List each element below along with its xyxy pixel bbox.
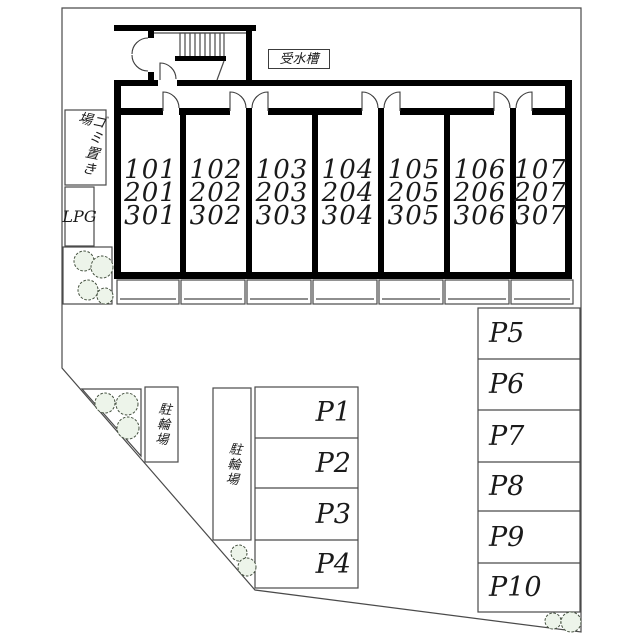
corridor-bottom-wall [114, 108, 572, 115]
parking-stall-p2-label: P2 [315, 447, 351, 479]
unit-107-label: 107 207 307 [514, 115, 567, 272]
unit-107-door [515, 91, 533, 111]
unit-room-number: 306 [453, 201, 507, 231]
bicycle-parking-left-box [144, 386, 179, 463]
shrub-icon [73, 250, 95, 272]
stairwell-left-wall-upper [148, 25, 154, 38]
parking-stall-p3-label: P3 [315, 498, 351, 530]
parking-stall-p7-label: P7 [489, 420, 525, 452]
building-bottom-wall [114, 272, 572, 279]
unit-room-number: 204 [321, 178, 375, 208]
unit-room-number: 102 [189, 155, 243, 185]
unit-room-number: 105 [387, 155, 441, 185]
shrub-icon [544, 612, 562, 630]
corridor-top-wall [114, 80, 572, 86]
stairwell-door [159, 62, 177, 80]
parking-stall-p6-label: P6 [489, 369, 525, 400]
parking-stall-p10-label: P10 [489, 572, 542, 603]
unit-room-number: 104 [321, 155, 375, 185]
unit-room-number: 201 [124, 178, 177, 208]
garbage-area-box [64, 109, 107, 186]
unit-room-number: 301 [124, 201, 177, 231]
parking-right-column [477, 307, 581, 613]
stair-landing-bar [175, 56, 226, 61]
parking-stall-p8-label: P8 [489, 471, 525, 502]
unit-105-label: 105 205 305 [384, 115, 444, 272]
unit-105-door [383, 91, 401, 111]
unit-room-number: 307 [514, 201, 567, 231]
utility-boxes [62, 109, 252, 541]
stairwell-right-wall [246, 25, 252, 86]
unit-101-door [162, 91, 180, 111]
stairwell-left-wall-lower [148, 72, 154, 86]
planting-box [62, 246, 113, 305]
unit-room-number: 205 [387, 178, 441, 208]
unit-106-door [493, 91, 511, 111]
parking-stall-p5-label: P5 [489, 318, 525, 349]
parking-stall-p4-label: P4 [315, 548, 351, 580]
unit-room-number: 302 [189, 201, 243, 231]
building-right-wall [565, 80, 572, 279]
planting-triangle [80, 388, 142, 458]
lpg-box [64, 186, 95, 247]
entrance-double-door [131, 37, 149, 72]
stair-rail [216, 60, 225, 81]
stairwell-top-wall [114, 25, 256, 31]
unit-room-number: 207 [514, 178, 567, 208]
staircase [154, 32, 246, 81]
unit-room-number: 303 [255, 201, 309, 231]
building-walls [114, 25, 572, 279]
parking-stall-p9-label: P9 [489, 521, 525, 553]
unit-room-number: 206 [453, 178, 507, 208]
parking-center-column [254, 386, 359, 589]
unit-room-number: 202 [189, 178, 243, 208]
unit-room-number: 103 [255, 155, 309, 185]
lpg-label: LPG [62, 206, 97, 226]
unit-103-door [251, 91, 269, 111]
unit-106-label: 106 206 306 [450, 115, 510, 272]
unit-room-number: 203 [255, 178, 309, 208]
shrub-icon [77, 279, 99, 301]
shrub-icon [96, 287, 114, 305]
unit-room-number: 101 [124, 155, 177, 185]
property-boundary [61, 7, 582, 633]
unit-102-door [229, 91, 247, 111]
shrub-icon [115, 392, 139, 416]
unit-room-number: 106 [453, 155, 507, 185]
balconies [116, 279, 574, 305]
unit-102-label: 102 202 302 [186, 115, 246, 272]
shrub-icon [237, 557, 257, 577]
bicycle-parking-middle-box [212, 387, 252, 541]
shrub-icon [230, 544, 248, 562]
doors [131, 37, 533, 116]
unit-room-number: 305 [387, 201, 441, 231]
unit-room-number: 107 [514, 155, 567, 185]
unit-104-door [361, 91, 379, 111]
unit-room-number: 304 [321, 201, 375, 231]
shrub-icon [560, 611, 582, 633]
bicycle-parking-middle-label: 駐輪場 [222, 440, 242, 488]
unit-104-label: 104 204 304 [318, 115, 378, 272]
unit-101-label: 101 201 301 [121, 115, 180, 272]
shrub-icon [94, 392, 116, 414]
building-left-wall [114, 80, 121, 279]
water-tank-label: 受水槽 [268, 49, 330, 69]
shrub-icon [90, 255, 114, 279]
parking-stall-p1-label: P1 [315, 397, 351, 428]
shrubs [73, 250, 582, 633]
unit-103-label: 103 203 303 [252, 115, 312, 272]
shrub-icon [116, 416, 140, 440]
